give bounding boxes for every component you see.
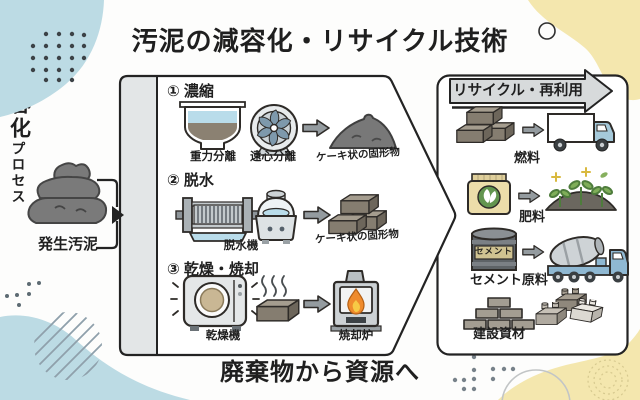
cement-drum-icon xyxy=(471,227,517,271)
step1-gravity-label: 重力分離 xyxy=(190,151,236,163)
dots-pattern-bottom-center xyxy=(452,354,516,392)
page-title: 汚泥の減容化・リサイクル技術 xyxy=(131,26,509,56)
gravity-separation-tank-icon xyxy=(179,101,246,150)
step2-machine-label: 脱水機 xyxy=(223,240,259,252)
source-sludge-label: 発生汚泥 xyxy=(37,236,98,253)
fuel-truck-icon xyxy=(547,113,615,152)
step1-centrifuge-label: 遠心分離 xyxy=(250,151,296,163)
sludge-pile-icon xyxy=(27,162,108,224)
recycle-construction-label: 建設資材 xyxy=(472,326,525,341)
recycle-cement-label: セメント原料 xyxy=(470,272,548,287)
recycle-fuel-label: 燃料 xyxy=(513,150,540,165)
scribble-circle-decoration xyxy=(587,359,629,400)
yellow-blob-bottom-right xyxy=(498,329,640,400)
ring-decoration-top-right xyxy=(538,22,556,40)
blue-blob-bottom-left xyxy=(0,315,190,400)
dots-pattern-top-left xyxy=(30,31,87,83)
sludge-cake-mound-icon xyxy=(329,113,397,149)
incinerator-icon xyxy=(330,270,382,332)
mixer-truck-icon xyxy=(547,236,629,283)
recycle-banner-label: リサイクル・再利用 xyxy=(453,83,583,99)
centrifugal-separator-icon xyxy=(250,104,298,156)
construction-brick-pile-icon xyxy=(463,297,535,330)
fertilizer-bag-icon xyxy=(467,173,511,215)
step2-title: ② 脱水 xyxy=(167,172,214,189)
process-strip-bg xyxy=(121,77,157,354)
steaming-brick-icon xyxy=(256,275,300,322)
step3-title: ③ 乾燥・焼却 xyxy=(167,261,259,278)
step3-incinerator-label: 焼却炉 xyxy=(338,330,374,342)
recycle-fertilizer-label: 肥料 xyxy=(518,209,545,224)
footer-tagline: 廃棄物から資源へ xyxy=(220,359,420,386)
growing-plants-icon xyxy=(545,167,617,211)
step1-title: ① 濃縮 xyxy=(167,83,214,100)
dots-pattern-bottom-left xyxy=(5,281,41,307)
dryer-machine-icon xyxy=(170,274,260,331)
step3-dryer-label: 乾燥機 xyxy=(205,330,241,342)
dewatering-machine-icon xyxy=(255,189,297,244)
process-strip-title-sub: プロセス xyxy=(10,141,27,205)
cement-label xyxy=(474,245,514,260)
ring-decoration-bottom-right xyxy=(501,369,571,400)
blue-blob-top-left xyxy=(0,0,104,117)
connector-bracket xyxy=(97,178,124,250)
cement-bag-text: セメント xyxy=(475,246,513,256)
